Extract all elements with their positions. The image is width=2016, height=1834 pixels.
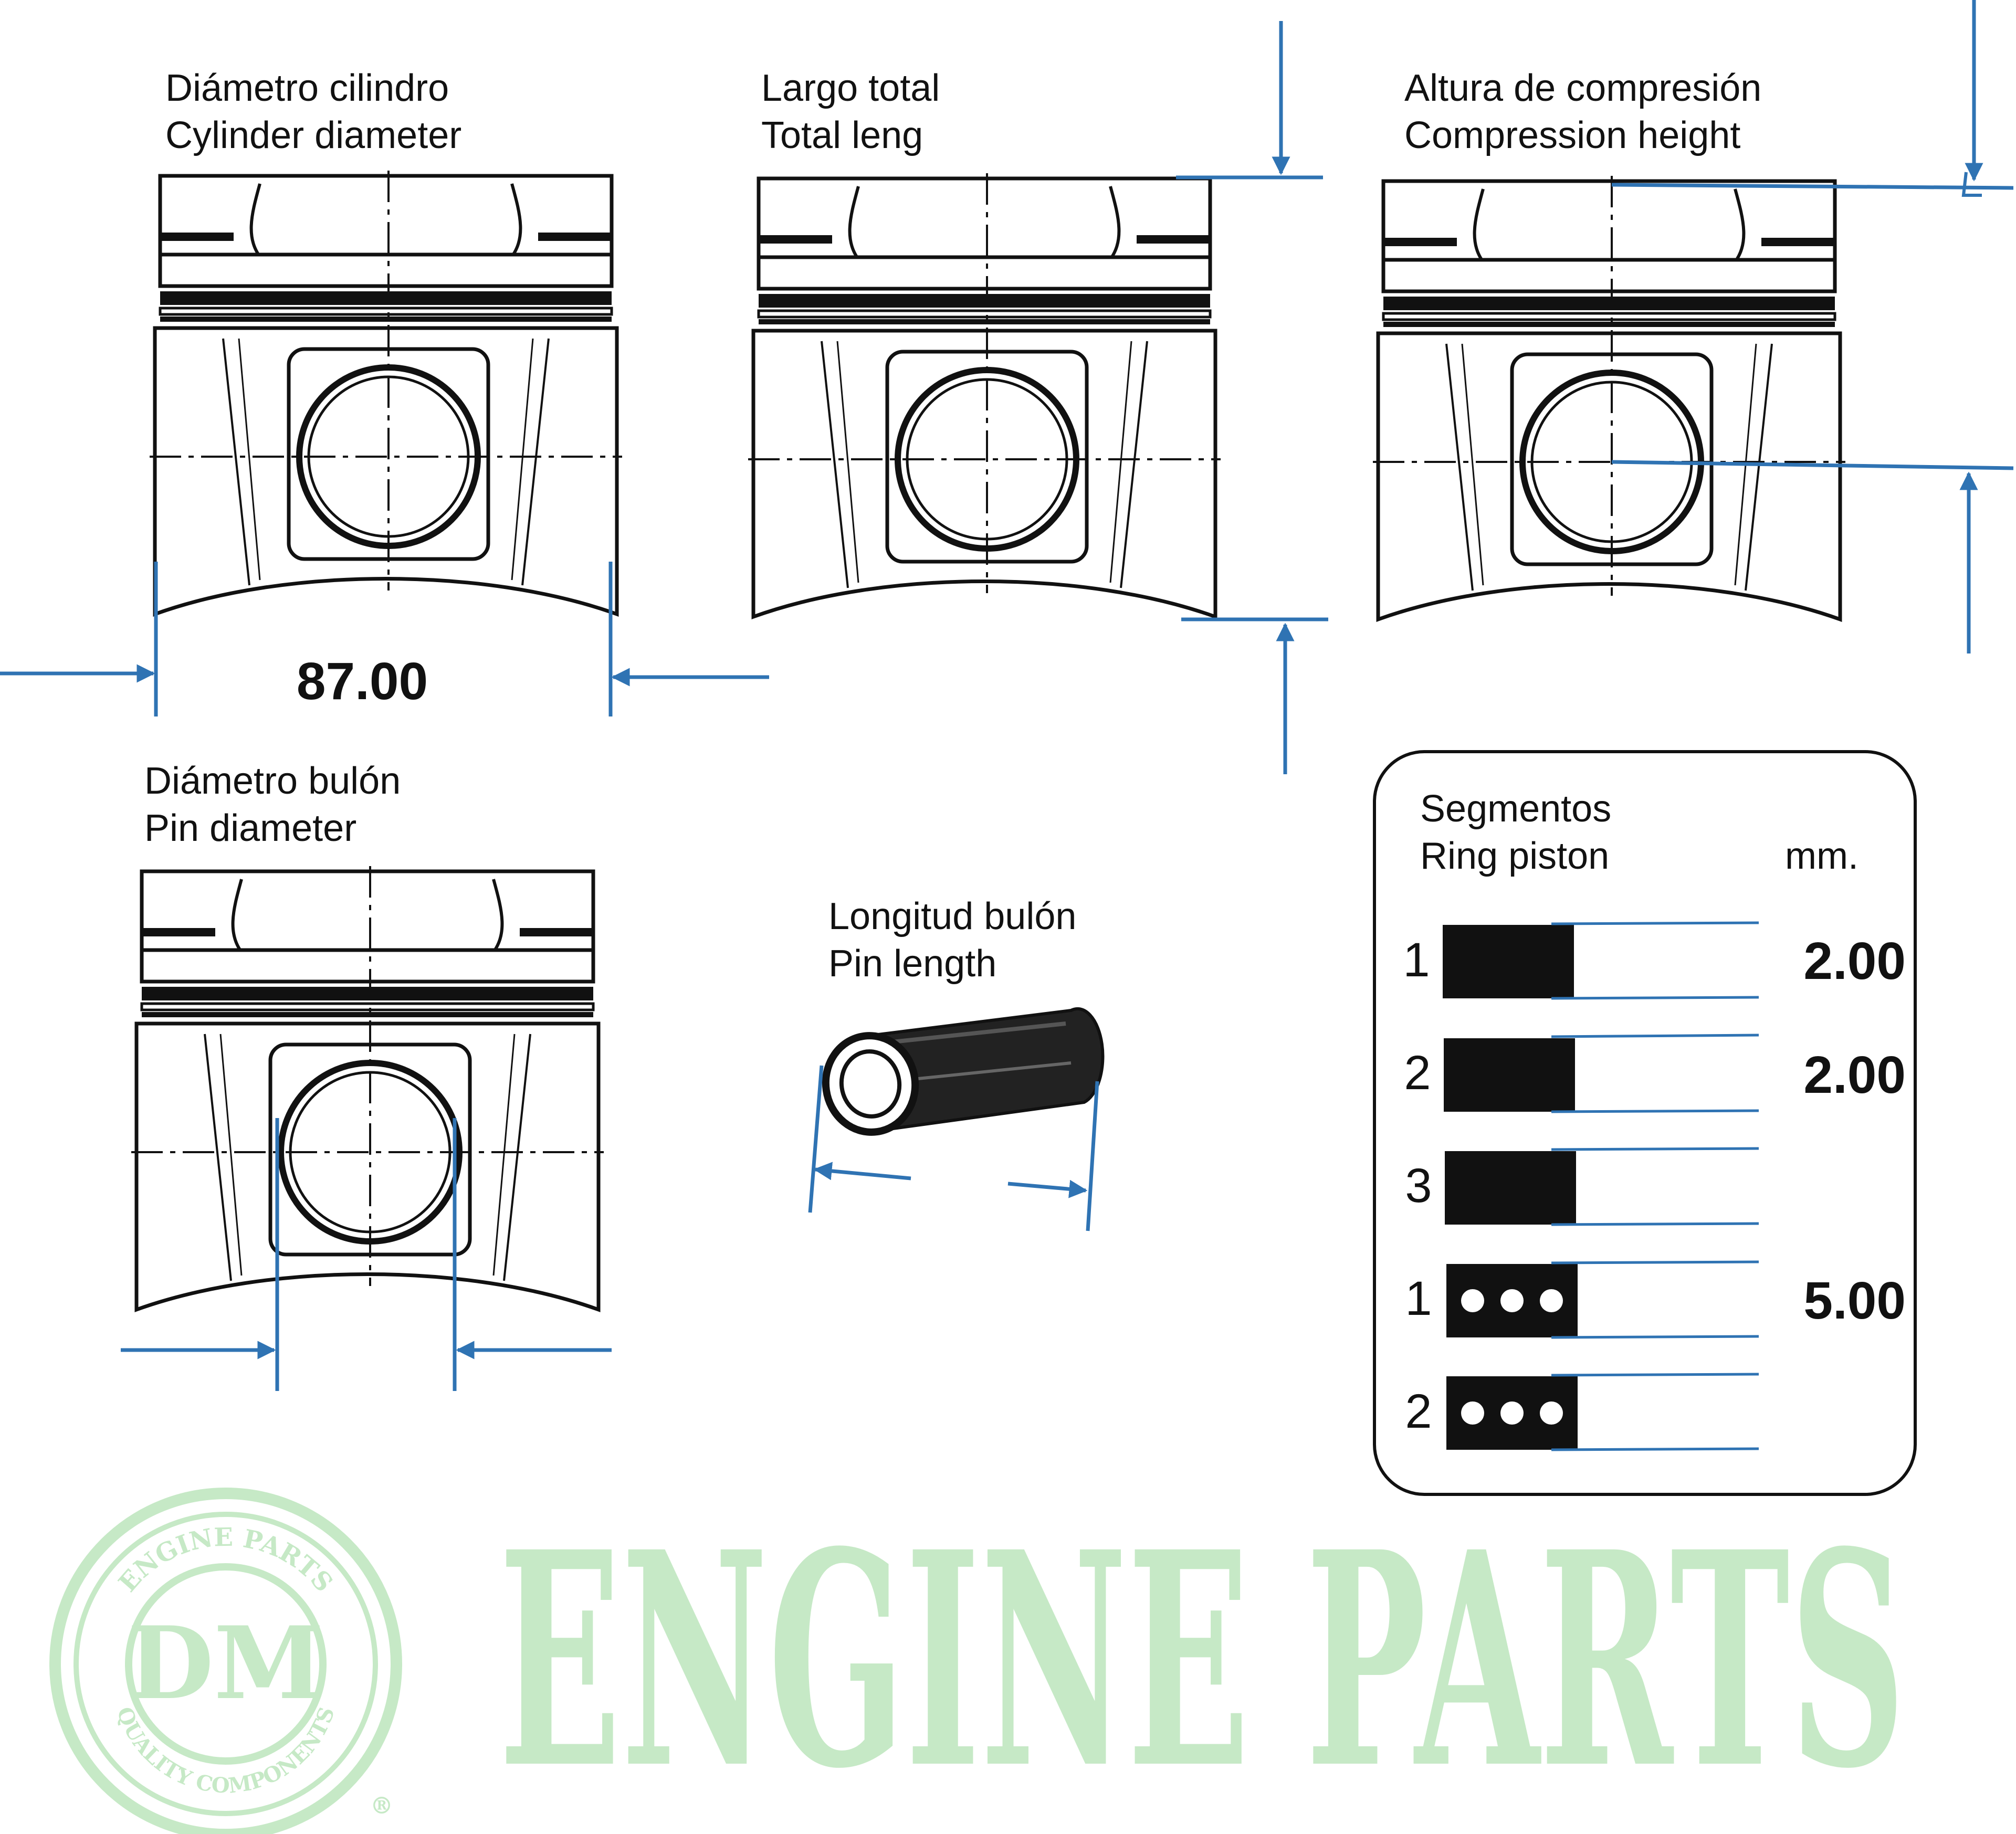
piston-drawing-pin (131, 866, 604, 1310)
compression-ring-icon (1444, 1038, 1575, 1112)
total-label-en: Total leng (761, 114, 923, 156)
ring-row: 3 (1405, 1147, 1759, 1226)
pin-length-panel: Longitud bulón Pin length (808, 895, 1105, 1231)
dimension-line (808, 1065, 824, 1213)
dimension-line (1611, 183, 2014, 190)
compression-height-panel: Altura de compresión Compression height (1373, 0, 2014, 654)
pin-diameter-panel: Diámetro bulón Pin diameter (121, 760, 612, 1391)
total-length-panel: Largo total Total leng (748, 21, 1328, 774)
compression-label-en: Compression height (1404, 114, 1740, 156)
piston-drawing-compression (1373, 176, 1845, 619)
ring-table-unit: mm. (1785, 835, 1858, 877)
ring-row: 1 5.00 (1405, 1260, 1906, 1339)
ring-width-value: 5.00 (1803, 1271, 1906, 1330)
ring-row: 2 (1405, 1373, 1759, 1451)
compression-label-es: Altura de compresión (1404, 67, 1761, 109)
ring-number: 3 (1405, 1159, 1432, 1213)
cylinder-label-en: Cylinder diameter (165, 114, 461, 156)
compression-ring-icon (1445, 1151, 1576, 1225)
piston-drawing-total (748, 173, 1221, 617)
pin-diameter-label-en: Pin diameter (144, 807, 356, 849)
ring-number: 2 (1405, 1385, 1432, 1438)
ring-number: 1 (1403, 933, 1430, 987)
ring-number: 1 (1405, 1272, 1432, 1325)
oil-ring-icon (1446, 1376, 1578, 1450)
piston-drawing-cylinder (150, 171, 622, 614)
ring-number: 2 (1404, 1046, 1431, 1100)
dimension-line (1086, 1081, 1099, 1231)
dimension-line (1611, 460, 2014, 470)
watermark: ENGINE PARTS QUALITY COMPONENTS DM ® ENG… (49, 1488, 1906, 1834)
seal-initials: DM (127, 1605, 324, 1722)
engine-parts-wordmark: ENGINE PARTS (499, 1488, 1906, 1833)
ring-table-title-es: Segmentos (1420, 788, 1611, 830)
dimension-tick (1961, 172, 1982, 197)
pin-diameter-label-es: Diámetro bulón (144, 760, 401, 802)
ring-width-value: 2.00 (1803, 932, 1906, 990)
cylinder-diameter-value: 87.00 (297, 652, 428, 711)
cylinder-diameter-panel: Diámetro cilindro Cylinder diameter 87.0… (0, 67, 769, 716)
cylinder-label-es: Diámetro cilindro (165, 67, 449, 109)
ring-row: 1 2.00 (1403, 921, 1906, 1000)
total-label-es: Largo total (761, 67, 940, 109)
dimension-arrow (1007, 1179, 1088, 1198)
ring-table: Segmentos Ring piston mm. 1 2.00 2 2.00 … (1373, 750, 1917, 1496)
registered-mark: ® (370, 1793, 393, 1819)
ring-width-value: 2.00 (1803, 1046, 1906, 1104)
oil-ring-icon (1446, 1264, 1578, 1337)
dimension-arrow (813, 1162, 911, 1180)
compression-ring-icon (1443, 925, 1574, 998)
ring-row: 2 2.00 (1404, 1034, 1906, 1113)
piston-pin-drawing (822, 1007, 1105, 1136)
pin-length-label-en: Pin length (828, 943, 996, 985)
ring-table-title-en: Ring piston (1420, 835, 1609, 877)
dm-seal-logo: ENGINE PARTS QUALITY COMPONENTS DM ® (49, 1488, 402, 1834)
pin-length-label-es: Longitud bulón (828, 895, 1076, 937)
